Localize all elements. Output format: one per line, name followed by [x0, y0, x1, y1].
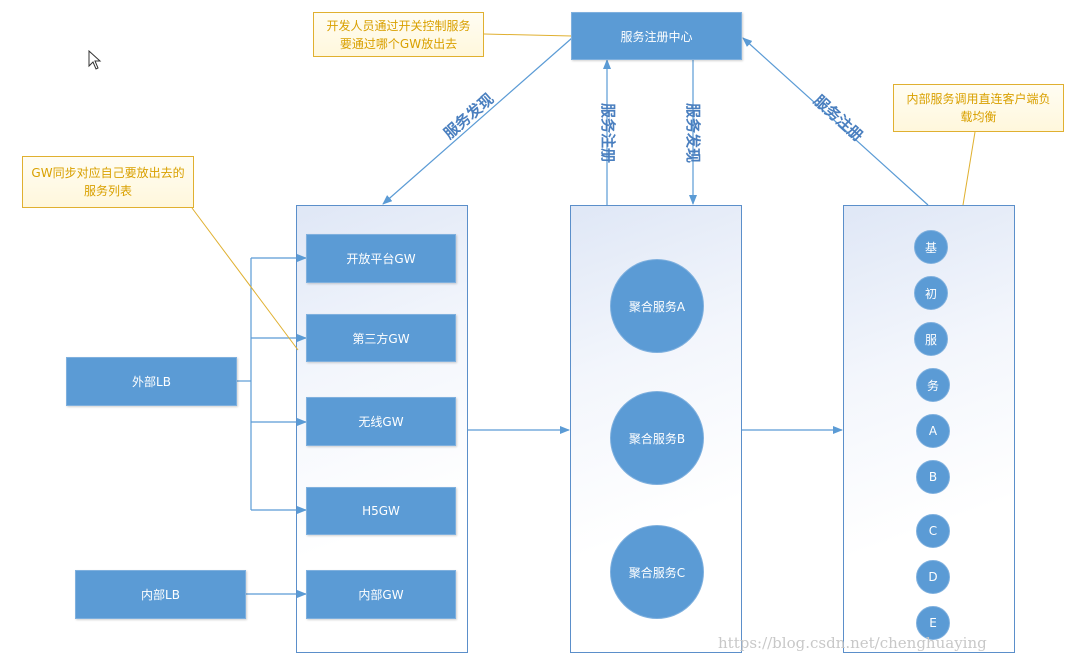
- edge-register-right: [742, 37, 929, 206]
- aggregate-service-c[interactable]: 聚合服务C: [610, 525, 704, 619]
- gateway-node-internal[interactable]: 内部GW: [306, 570, 456, 619]
- base-service-node[interactable]: D: [916, 560, 950, 594]
- mouse-cursor-icon: [88, 50, 102, 70]
- base-service-node[interactable]: C: [916, 514, 950, 548]
- gateway-node-wireless[interactable]: 无线GW: [306, 397, 456, 446]
- edge-discovery-left: [382, 37, 573, 205]
- label-discovery-left: 服务发现: [440, 90, 497, 143]
- note-gw-sync: GW同步对应自己要放出去的服务列表: [22, 156, 194, 208]
- base-service-node[interactable]: B: [916, 460, 950, 494]
- base-service-node[interactable]: E: [916, 606, 950, 640]
- note-developer-control: 开发人员通过开关控制服务要通过哪个GW放出去: [313, 12, 484, 57]
- leader-internal-lb: [962, 131, 976, 206]
- internal-lb-node[interactable]: 内部LB: [75, 570, 246, 619]
- label-discovery-mid: 服务发现: [684, 103, 702, 163]
- base-service-node[interactable]: 务: [916, 368, 950, 402]
- service-registry-node[interactable]: 服务注册中心: [571, 12, 742, 60]
- base-service-node[interactable]: 基: [914, 230, 948, 264]
- note-internal-lb: 内部服务调用直连客户端负载均衡: [893, 84, 1064, 132]
- gateway-node-open-platform[interactable]: 开放平台GW: [306, 234, 456, 283]
- label-register-mid: 服务注册: [599, 103, 617, 163]
- base-service-node[interactable]: 服: [914, 322, 948, 356]
- leader-gw-sync: [191, 207, 299, 351]
- external-lb-node[interactable]: 外部LB: [66, 357, 237, 406]
- leader-developer-control: [483, 33, 573, 37]
- gateway-node-third-party[interactable]: 第三方GW: [306, 314, 456, 362]
- aggregate-service-b[interactable]: 聚合服务B: [610, 391, 704, 485]
- base-service-node[interactable]: A: [916, 414, 950, 448]
- label-register-right: 服务注册: [810, 92, 867, 146]
- base-service-node[interactable]: 初: [914, 276, 948, 310]
- watermark-text: https://blog.csdn.net/chenghuaying: [718, 634, 987, 652]
- gateway-node-h5[interactable]: H5GW: [306, 487, 456, 535]
- aggregate-service-a[interactable]: 聚合服务A: [610, 259, 704, 353]
